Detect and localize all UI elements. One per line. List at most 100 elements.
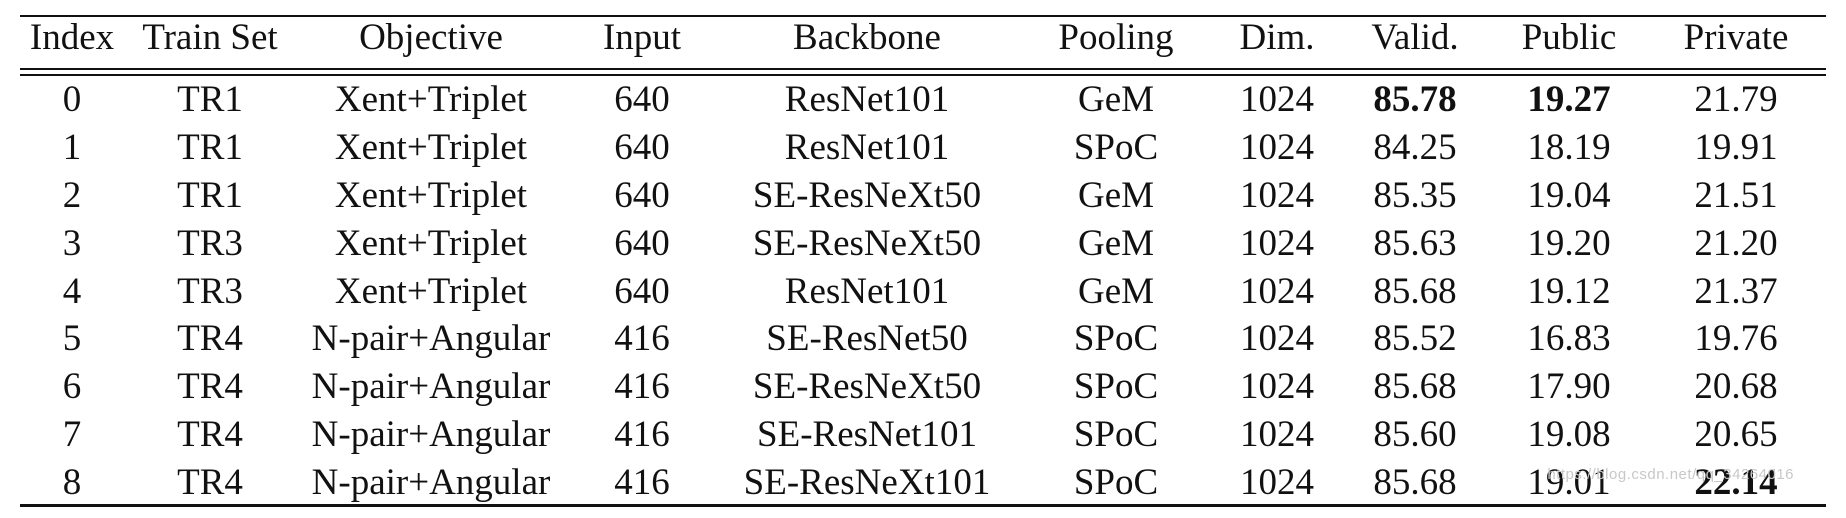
table-cell: 19.12 [1527, 270, 1611, 312]
table-cell: 7 [62, 413, 82, 455]
table-cell: SE-ResNeXt101 [743, 461, 991, 503]
table-cell: TR1 [177, 79, 243, 121]
table-cell: 85.68 [1373, 366, 1457, 408]
table-cell: ResNet101 [784, 127, 950, 169]
table-row: 5 TR4 N-pair+Angular 416 SE-ResNet50 SPoC 1024… [20, 315, 1826, 363]
table-cell: 6 [62, 366, 82, 408]
top-rule [20, 15, 1826, 17]
table-cell: 1024 [1240, 270, 1314, 312]
table-cell: 0 [62, 79, 82, 121]
table-cell: 20.68 [1694, 366, 1778, 408]
table-cell: SPoC [1073, 366, 1159, 408]
table-cell: 19.20 [1527, 222, 1611, 264]
table-cell: 84.25 [1373, 127, 1457, 169]
table-cell: 20.65 [1694, 413, 1778, 455]
table-cell: SPoC [1073, 318, 1159, 360]
table-cell: 21.79 [1694, 79, 1778, 121]
bottom-rule [20, 504, 1826, 507]
table-cell: TR1 [177, 127, 243, 169]
column-header-input: Input [602, 17, 682, 58]
table-cell: SE-ResNeXt50 [752, 222, 982, 264]
table-cell: GeM [1077, 174, 1155, 216]
table-cell: TR1 [177, 174, 243, 216]
table-cell: 19.76 [1694, 318, 1778, 360]
table-cell: N-pair+Angular [311, 413, 551, 455]
table-cell: 640 [614, 174, 670, 216]
table-cell: 1024 [1240, 79, 1314, 121]
table-cell: 416 [614, 366, 670, 408]
table-cell: 640 [614, 270, 670, 312]
table-cell: 85.52 [1373, 318, 1457, 360]
column-header-public: Public [1521, 17, 1617, 58]
column-header-pooling: Pooling [1058, 17, 1174, 58]
table-cell: 22.14 [1694, 461, 1778, 503]
table-cell: SPoC [1073, 127, 1159, 169]
table-cell: GeM [1077, 222, 1155, 264]
table-cell: 21.20 [1694, 222, 1778, 264]
table-cell: 416 [614, 413, 670, 455]
table-cell: TR3 [177, 222, 243, 264]
table-cell: SE-ResNet50 [766, 318, 968, 360]
table-cell: N-pair+Angular [311, 461, 551, 503]
table-cell: TR4 [177, 461, 243, 503]
table-cell: 416 [614, 318, 670, 360]
table-cell: TR3 [177, 270, 243, 312]
table-cell: 1024 [1240, 127, 1314, 169]
table-cell: 8 [62, 461, 82, 503]
table-cell: 1024 [1240, 222, 1314, 264]
table-cell: ResNet101 [784, 79, 950, 121]
table-cell: TR4 [177, 318, 243, 360]
column-header-index: Index [29, 17, 115, 58]
table-cell: 19.01 [1527, 461, 1611, 503]
table-cell: 2 [62, 174, 82, 216]
table-cell: N-pair+Angular [311, 318, 551, 360]
table-cell: 416 [614, 461, 670, 503]
column-header-train-set: Train Set [142, 17, 278, 58]
table-cell: SE-ResNeXt50 [752, 174, 982, 216]
column-header-dim: Dim. [1239, 17, 1315, 58]
table-cell: 640 [614, 222, 670, 264]
table-cell: 1024 [1240, 174, 1314, 216]
table-row: 3 TR3 Xent+Triplet 640 SE-ResNeXt50 GeM 1024 85… [20, 219, 1826, 267]
table-cell: Xent+Triplet [334, 174, 528, 216]
table-cell: GeM [1077, 270, 1155, 312]
table-cell: 640 [614, 79, 670, 121]
table-cell: 4 [62, 270, 82, 312]
header-rule-upper [20, 68, 1826, 70]
table-cell: Xent+Triplet [334, 222, 528, 264]
table-cell: SE-ResNet101 [757, 413, 977, 455]
table-cell: TR4 [177, 366, 243, 408]
table-cell: 85.68 [1373, 270, 1457, 312]
table-cell: 16.83 [1527, 318, 1611, 360]
table-cell: 19.27 [1527, 79, 1611, 121]
table-cell: 3 [62, 222, 82, 264]
table-cell: 17.90 [1527, 366, 1611, 408]
table-cell: 1024 [1240, 318, 1314, 360]
table-cell: SPoC [1073, 413, 1159, 455]
table-cell: 19.91 [1694, 127, 1778, 169]
table-cell: 19.04 [1527, 174, 1611, 216]
table-cell: 85.60 [1373, 413, 1457, 455]
table-cell: 85.63 [1373, 222, 1457, 264]
table-cell: 1024 [1240, 413, 1314, 455]
table-cell: SE-ResNeXt50 [752, 366, 982, 408]
table-cell: 85.35 [1373, 174, 1457, 216]
column-header-private: Private [1683, 17, 1789, 58]
table-cell: 21.37 [1694, 270, 1778, 312]
table-cell: 5 [62, 318, 82, 360]
table-cell: 85.68 [1373, 461, 1457, 503]
table-cell: Xent+Triplet [334, 127, 528, 169]
table-row: 2 TR1 Xent+Triplet 640 SE-ResNeXt50 GeM 1024 85… [20, 172, 1826, 220]
header-rule-lower [20, 74, 1826, 76]
table-cell: N-pair+Angular [311, 366, 551, 408]
table-cell: 1 [62, 127, 82, 169]
